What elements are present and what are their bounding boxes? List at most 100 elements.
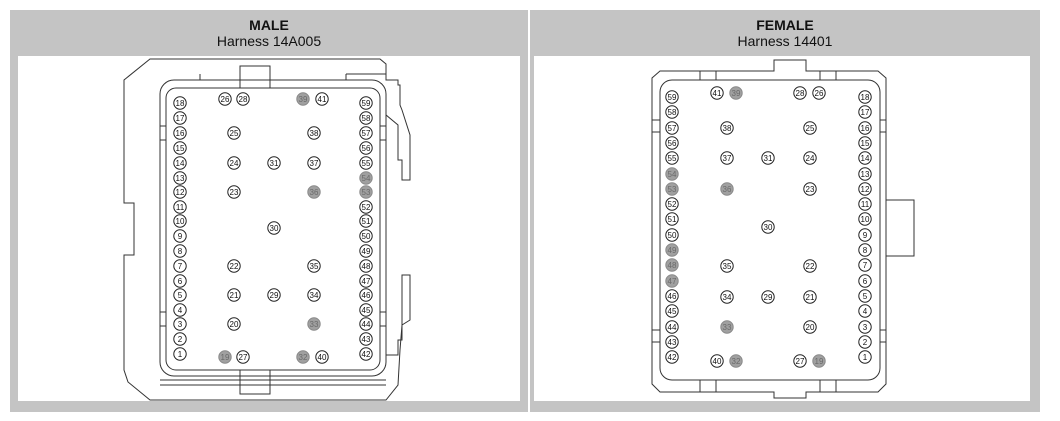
pin-label: 10 (176, 217, 185, 226)
pin-label: 19 (815, 357, 824, 366)
male-pin-35: 35 (307, 259, 321, 273)
pin-circle (858, 90, 872, 104)
pin-circle (665, 182, 679, 196)
female-pin-24: 24 (803, 151, 817, 165)
pin-circle (858, 151, 872, 165)
male-pin-3: 3 (173, 317, 187, 331)
pin-label: 39 (732, 89, 741, 98)
pin-circle (665, 90, 679, 104)
pin-circle (173, 126, 187, 140)
female-connector-panel: FEMALE Harness 14401 (530, 10, 1040, 412)
male-pin-59: 59 (359, 96, 373, 110)
pin-circle (315, 350, 329, 364)
pin-label: 55 (362, 159, 371, 168)
male-pin-30: 30 (267, 221, 281, 235)
male-header: MALE Harness 14A005 (10, 17, 528, 49)
pin-circle (359, 303, 373, 317)
pin-label: 42 (362, 350, 371, 359)
female-pin-4: 4 (858, 304, 872, 318)
pin-circle (173, 141, 187, 155)
female-pin-7: 7 (858, 258, 872, 272)
pin-circle (236, 350, 250, 364)
pin-circle (359, 96, 373, 110)
male-pin-45: 45 (359, 303, 373, 317)
pin-circle (665, 335, 679, 349)
pin-circle (858, 304, 872, 318)
pin-label: 9 (863, 231, 868, 240)
pin-circle (720, 182, 734, 196)
male-connector-outline (123, 58, 411, 401)
pin-circle (173, 259, 187, 273)
female-pin-5: 5 (858, 289, 872, 303)
pin-label: 13 (861, 170, 870, 179)
pin-circle (359, 185, 373, 199)
pin-circle (173, 229, 187, 243)
pin-circle (803, 259, 817, 273)
pin-label: 56 (362, 144, 371, 153)
pin-circle (296, 92, 310, 106)
male-pin-33: 33 (307, 317, 321, 331)
female-pin-37: 37 (720, 151, 734, 165)
pin-circle (812, 354, 826, 368)
pin-label: 45 (668, 307, 677, 316)
pin-circle (720, 151, 734, 165)
pin-label: 48 (668, 261, 677, 270)
female-pin-52: 52 (665, 197, 679, 211)
male-pin-layer: 1817161514131211109876543215958575655545… (173, 92, 373, 364)
male-pin-19: 19 (218, 350, 232, 364)
pin-circle (359, 244, 373, 258)
pin-label: 55 (668, 154, 677, 163)
pin-circle (858, 320, 872, 334)
male-pin-52: 52 (359, 200, 373, 214)
pin-circle (665, 274, 679, 288)
female-pin-26: 26 (812, 86, 826, 100)
pin-label: 10 (861, 215, 870, 224)
pin-label: 31 (764, 154, 773, 163)
female-pin-31: 31 (761, 151, 775, 165)
male-pin-47: 47 (359, 274, 373, 288)
pin-circle (227, 126, 241, 140)
pin-circle (761, 151, 775, 165)
female-pin-18: 18 (858, 90, 872, 104)
pin-circle (227, 156, 241, 170)
male-pin-23: 23 (227, 185, 241, 199)
pin-label: 47 (362, 277, 371, 286)
pin-circle (227, 288, 241, 302)
pin-circle (665, 105, 679, 119)
pin-circle (858, 274, 872, 288)
male-pin-50: 50 (359, 229, 373, 243)
pin-label: 6 (178, 277, 183, 286)
pin-circle (218, 350, 232, 364)
pin-circle (359, 317, 373, 331)
pin-label: 2 (863, 338, 868, 347)
female-pin-44: 44 (665, 320, 679, 334)
pin-label: 43 (668, 338, 677, 347)
pin-label: 27 (239, 353, 248, 362)
pin-label: 46 (362, 291, 371, 300)
male-pin-4: 4 (173, 303, 187, 317)
female-pin-27: 27 (793, 354, 807, 368)
male-pin-1: 1 (173, 347, 187, 361)
pin-circle (710, 354, 724, 368)
male-pin-39: 39 (296, 92, 310, 106)
pin-label: 27 (796, 357, 805, 366)
pin-label: 1 (863, 353, 868, 362)
female-pin-39: 39 (729, 86, 743, 100)
pin-label: 25 (230, 129, 239, 138)
pin-circle (803, 320, 817, 334)
female-pin-12: 12 (858, 182, 872, 196)
pin-label: 50 (668, 231, 677, 240)
pin-circle (359, 141, 373, 155)
male-pin-10: 10 (173, 214, 187, 228)
pin-label: 5 (178, 291, 183, 300)
male-pin-37: 37 (307, 156, 321, 170)
pin-circle (173, 274, 187, 288)
male-pin-13: 13 (173, 171, 187, 185)
female-pin-40: 40 (710, 354, 724, 368)
female-pin-20: 20 (803, 320, 817, 334)
pin-label: 49 (362, 247, 371, 256)
female-pin-47: 47 (665, 274, 679, 288)
pin-label: 7 (178, 262, 183, 271)
pin-circle (173, 288, 187, 302)
pin-label: 46 (668, 292, 677, 301)
